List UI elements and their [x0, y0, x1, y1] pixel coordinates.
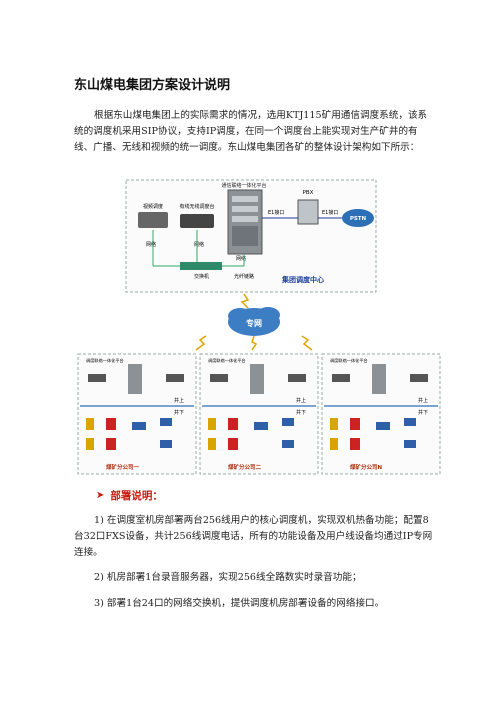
- net-label-3: 网络: [236, 255, 246, 262]
- document-title: 东山煤电集团方案设计说明: [74, 78, 231, 93]
- branch-2-name: 煤矿分公司二: [228, 463, 262, 471]
- video-console-device: [138, 212, 168, 228]
- branch-3-platform: 调度联络一体化平台: [330, 357, 368, 364]
- branch-1-platform: 调度联络一体化平台: [86, 357, 124, 364]
- list-item: 2) 机房部署1台录音服务器，实现256线全路数实时录音功能；: [94, 572, 362, 583]
- arrow-bullet-icon: ➤: [96, 490, 105, 501]
- list-item: 1) 在调度室机房部署两台256线用户的核心调度机，实现双机热备功能；配置8台3…: [74, 515, 433, 558]
- e1-right-label: E1接口: [322, 209, 338, 216]
- video-console-label: 视频调度: [143, 203, 163, 210]
- branch-3-name: 煤矿分公司N: [350, 463, 383, 471]
- net-label-1: 网络: [146, 241, 156, 248]
- architecture-diagram: 通信联络一体化平台 视频调度 有线无线调度台 网络 网络 网络 交换机 光纤链路…: [77, 179, 441, 475]
- branch-3-below: 井下: [418, 409, 428, 416]
- fiber-label: 光纤链路: [234, 273, 254, 280]
- branch-1-above: 井上: [174, 397, 184, 404]
- net-label-2: 网络: [194, 241, 204, 248]
- intro-paragraph: 根据东山煤电集团上的实际需求的情况，选用KTJ115矿用通信调度系统，该系统的调…: [74, 110, 428, 153]
- branch-3-above: 井上: [418, 397, 428, 404]
- branch-1-below: 井下: [174, 409, 184, 416]
- branch-2-above: 井上: [296, 397, 306, 404]
- private-net-label: 专网: [246, 318, 262, 328]
- branch-box-2: 调度联络一体化平台 井上 井下 煤矿分公司二: [199, 353, 319, 475]
- section-heading: ➤ 部署说明：: [96, 488, 163, 503]
- pbx-device: [297, 199, 319, 225]
- list-item: 3) 部署1台24口的网络交换机，提供调度机房部署设备的网络接口。: [94, 598, 385, 609]
- branch-2-below: 井下: [296, 409, 306, 416]
- wired-console-label: 有线无线调度台: [179, 203, 214, 210]
- section-title: 部署说明：: [110, 490, 163, 502]
- pstn-label: PSTN: [350, 216, 367, 222]
- branch-2-platform: 调度联络一体化平台: [208, 357, 246, 364]
- wired-console-device: [180, 214, 214, 228]
- pbx-label: PBX: [303, 190, 314, 196]
- branch-1-name: 煤矿分公司一: [106, 463, 140, 471]
- switch-label: 交换机: [194, 273, 209, 280]
- branch-box-3: 调度联络一体化平台 井上 井下 煤矿分公司N: [321, 353, 441, 475]
- branch-box-1: 调度联络一体化平台 井上 井下 煤矿分公司一: [77, 353, 197, 475]
- center-label: 集团调度中心: [281, 275, 324, 284]
- switch-device: [180, 262, 222, 270]
- top-platform-label: 通信联络一体化平台: [221, 182, 266, 189]
- e1-left-label: E1接口: [268, 209, 284, 216]
- pstn-cloud: [342, 209, 374, 227]
